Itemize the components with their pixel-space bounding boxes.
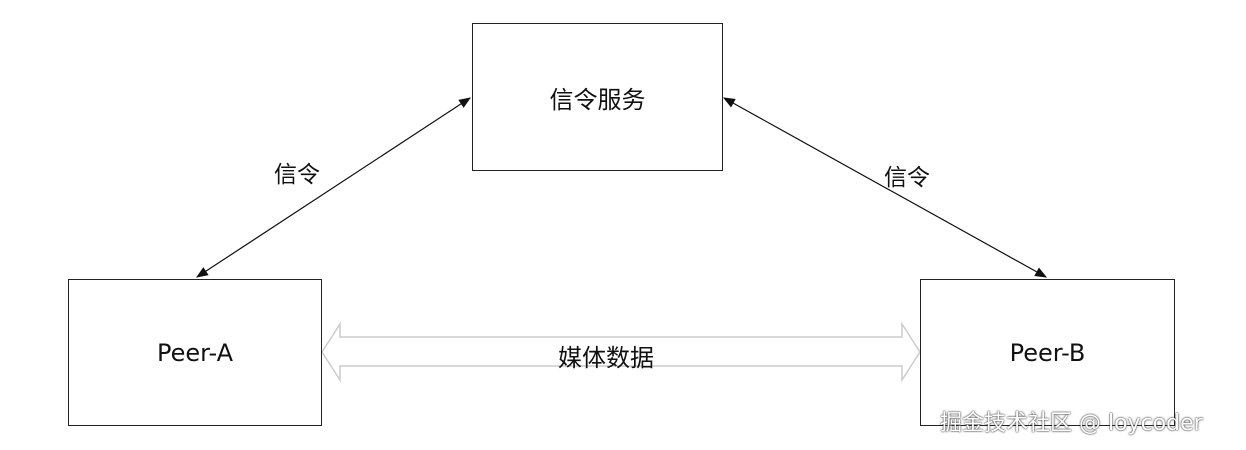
signal-arrow-right [722,97,1048,278]
signal-label-right: 信令 [884,165,930,191]
signal-arrow-left [195,97,472,278]
watermark: 掘金技术社区 @ loycoder [940,411,1203,436]
peer-b-node: Peer-B [920,279,1175,426]
signal-label-left: 信令 [274,162,320,188]
peer-a-node: Peer-A [68,279,322,426]
media-label: 媒体数据 [558,344,654,372]
signaling-server-node: 信令服务 [472,23,723,171]
